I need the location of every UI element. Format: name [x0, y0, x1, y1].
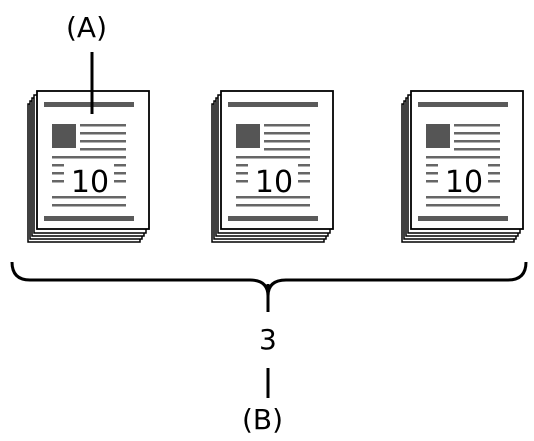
page-number-3: 10: [445, 165, 483, 200]
page-number-2: 10: [255, 165, 293, 200]
label-b: (B): [242, 403, 284, 436]
document-stack-2: [211, 90, 334, 243]
page-number-1: 10: [71, 165, 109, 200]
label-a: (A): [66, 11, 108, 44]
copies-count: 3: [259, 323, 277, 356]
document-stack-1: [27, 90, 150, 243]
document-stack-3: [401, 90, 524, 243]
